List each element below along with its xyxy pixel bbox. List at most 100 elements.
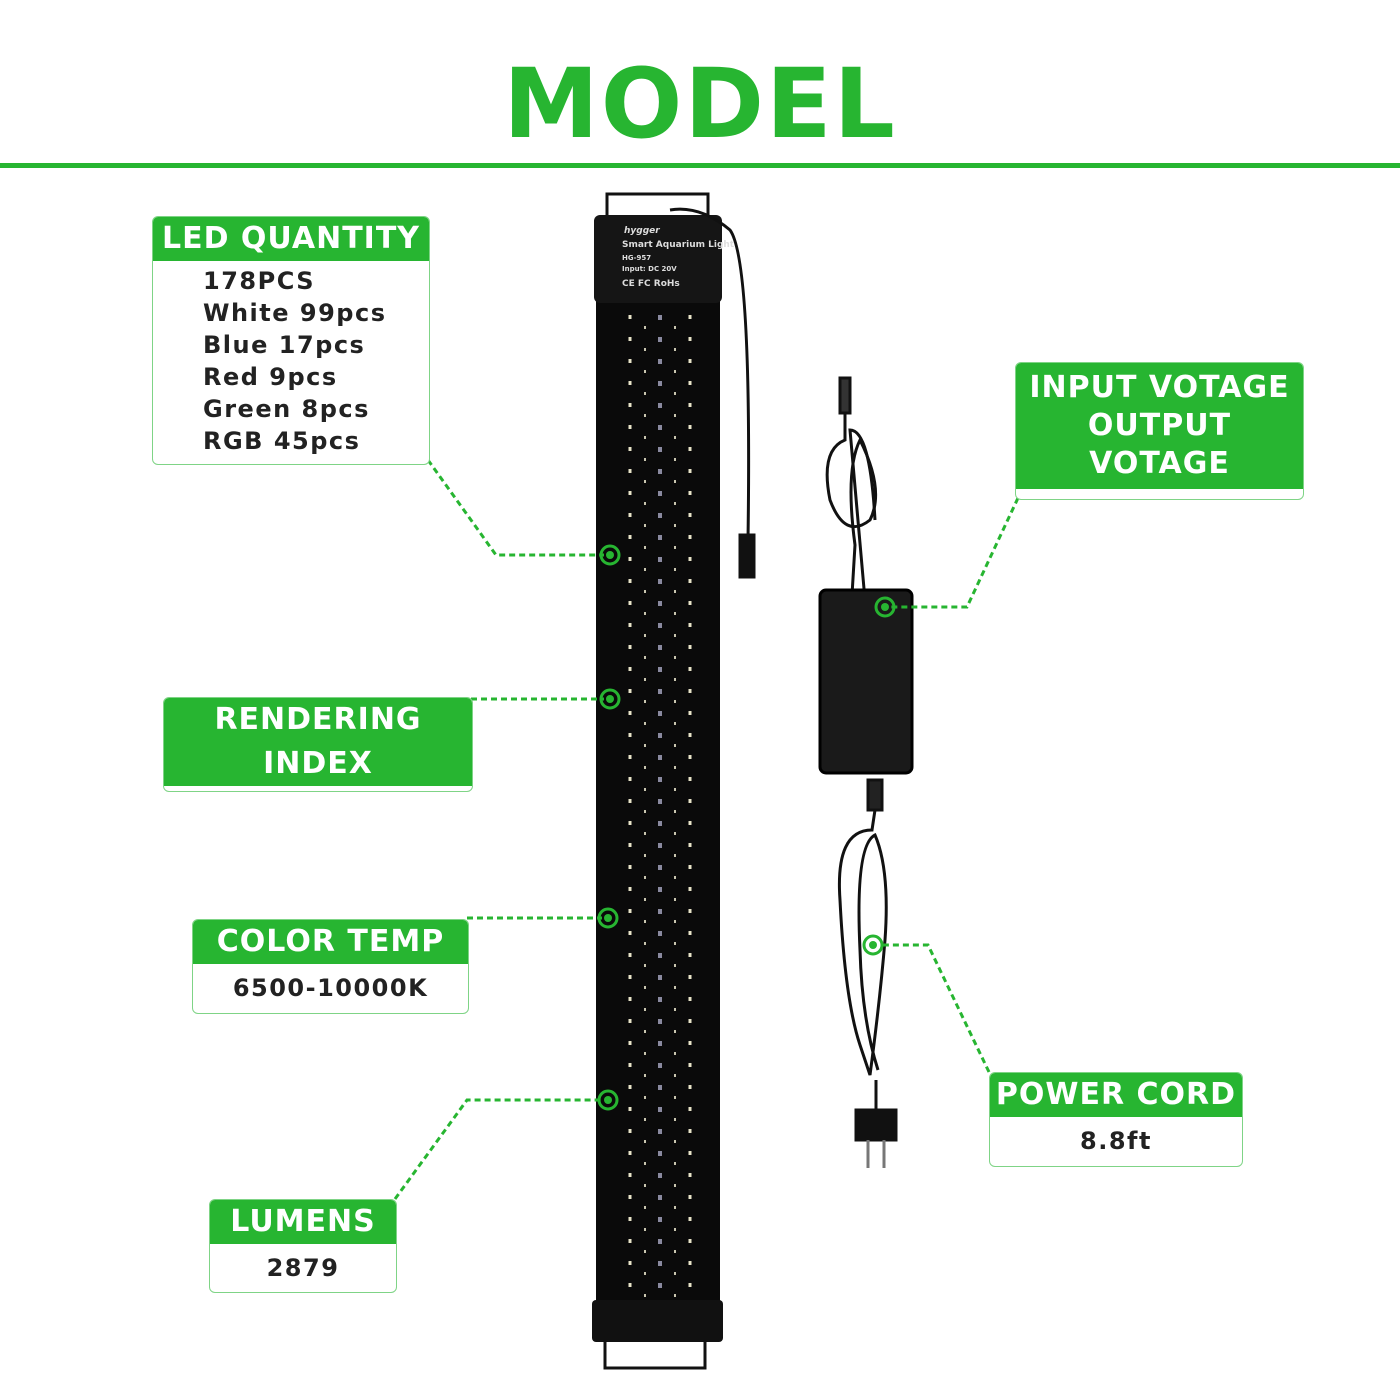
lumens-card: LUMENS 2879 bbox=[209, 1199, 397, 1293]
led-dot bbox=[688, 1041, 692, 1045]
led-dot bbox=[688, 645, 692, 649]
led-dot bbox=[658, 799, 662, 804]
led-dot bbox=[628, 645, 632, 649]
led-dot bbox=[644, 480, 646, 483]
led-dot bbox=[688, 337, 692, 341]
led-dot bbox=[674, 810, 676, 813]
led-dot bbox=[628, 1063, 632, 1067]
led-dot bbox=[628, 425, 632, 429]
led-dot bbox=[628, 689, 632, 693]
led-quantity-list: 178PCS White 99pcs Blue 17pcs Red 9pcs G… bbox=[153, 261, 429, 457]
power-cord-heading: POWER CORD bbox=[990, 1073, 1242, 1117]
led-dot bbox=[658, 359, 662, 364]
led-dot bbox=[688, 887, 692, 891]
led-dot bbox=[674, 964, 676, 967]
color-temp-heading: COLOR TEMP bbox=[193, 920, 468, 964]
led-dot bbox=[644, 1206, 646, 1209]
led-dot bbox=[688, 513, 692, 517]
led-dot bbox=[674, 876, 676, 879]
led-quantity-card: LED QUANTITY 178PCS White 99pcs Blue 17p… bbox=[152, 216, 430, 465]
led-dot bbox=[688, 975, 692, 979]
led-dot bbox=[658, 315, 662, 320]
led-dot bbox=[688, 1085, 692, 1089]
led-dot bbox=[644, 1272, 646, 1275]
led-dot bbox=[658, 623, 662, 628]
led-dot bbox=[628, 1195, 632, 1199]
led-dot bbox=[658, 535, 662, 540]
led-dot bbox=[688, 667, 692, 671]
led-dot bbox=[688, 1261, 692, 1265]
list-item: Green 8pcs bbox=[203, 395, 370, 423]
led-dot bbox=[644, 920, 646, 923]
led-dot bbox=[674, 898, 676, 901]
led-dot bbox=[644, 1074, 646, 1077]
led-dot bbox=[644, 436, 646, 439]
led-dot bbox=[644, 898, 646, 901]
led-dot bbox=[688, 733, 692, 737]
led-dot bbox=[658, 1217, 662, 1222]
led-dot bbox=[628, 1217, 632, 1221]
led-dot bbox=[688, 1239, 692, 1243]
led-dot bbox=[674, 986, 676, 989]
led-dot bbox=[628, 491, 632, 495]
led-dot bbox=[688, 777, 692, 781]
led-dot bbox=[644, 590, 646, 593]
led-dot bbox=[658, 755, 662, 760]
led-dot bbox=[628, 997, 632, 1001]
led-dot bbox=[658, 931, 662, 936]
led-dot bbox=[688, 623, 692, 627]
lumens-heading: LUMENS bbox=[210, 1200, 396, 1244]
model-number: HG-957 bbox=[622, 254, 652, 262]
led-dot bbox=[688, 469, 692, 473]
led-dot bbox=[644, 766, 646, 769]
led-dot bbox=[628, 1041, 632, 1045]
led-dot bbox=[658, 711, 662, 716]
adapter-cable bbox=[669, 207, 914, 1168]
led-dot bbox=[644, 964, 646, 967]
led-dot bbox=[674, 414, 676, 417]
led-dot bbox=[628, 865, 632, 869]
led-dot bbox=[658, 1151, 662, 1156]
led-dot bbox=[628, 711, 632, 715]
input-rating: Input: DC 20V bbox=[622, 265, 677, 273]
led-dot bbox=[658, 403, 662, 408]
lumens-value: 2879 bbox=[266, 1254, 340, 1282]
input-voltage-heading: INPUT VOTAGE bbox=[1029, 370, 1290, 405]
led-dot bbox=[688, 1217, 692, 1221]
led-dot bbox=[628, 513, 632, 517]
led-dot bbox=[674, 1272, 676, 1275]
led-dot bbox=[628, 579, 632, 583]
led-dot bbox=[674, 700, 676, 703]
led-dot bbox=[674, 1118, 676, 1121]
led-dot bbox=[674, 458, 676, 461]
led-dot bbox=[688, 491, 692, 495]
led-dot bbox=[658, 381, 662, 386]
led-dot bbox=[644, 568, 646, 571]
led-dot bbox=[688, 425, 692, 429]
led-dot bbox=[628, 535, 632, 539]
color-temp-value: 6500-10000K bbox=[232, 974, 429, 1002]
led-dot bbox=[644, 1008, 646, 1011]
led-dot bbox=[628, 601, 632, 605]
rendering-index-card: RENDERING INDEX 89 bbox=[163, 697, 473, 792]
led-dot bbox=[644, 370, 646, 373]
led-dot bbox=[644, 1096, 646, 1099]
list-item: RGB 45pcs bbox=[203, 427, 361, 455]
led-dot bbox=[644, 458, 646, 461]
led-dot bbox=[628, 1239, 632, 1243]
led-dot bbox=[658, 491, 662, 496]
led-dot bbox=[674, 1008, 676, 1011]
led-dot bbox=[628, 799, 632, 803]
led-dot bbox=[628, 469, 632, 473]
led-dot bbox=[658, 447, 662, 452]
led-dot bbox=[644, 1184, 646, 1187]
led-dot bbox=[658, 469, 662, 474]
led-dot bbox=[658, 1019, 662, 1024]
led-dot bbox=[644, 986, 646, 989]
led-dot bbox=[658, 513, 662, 518]
led-dot bbox=[674, 392, 676, 395]
led-dot bbox=[658, 337, 662, 342]
led-dot bbox=[688, 843, 692, 847]
callout-dots bbox=[597, 544, 896, 1111]
